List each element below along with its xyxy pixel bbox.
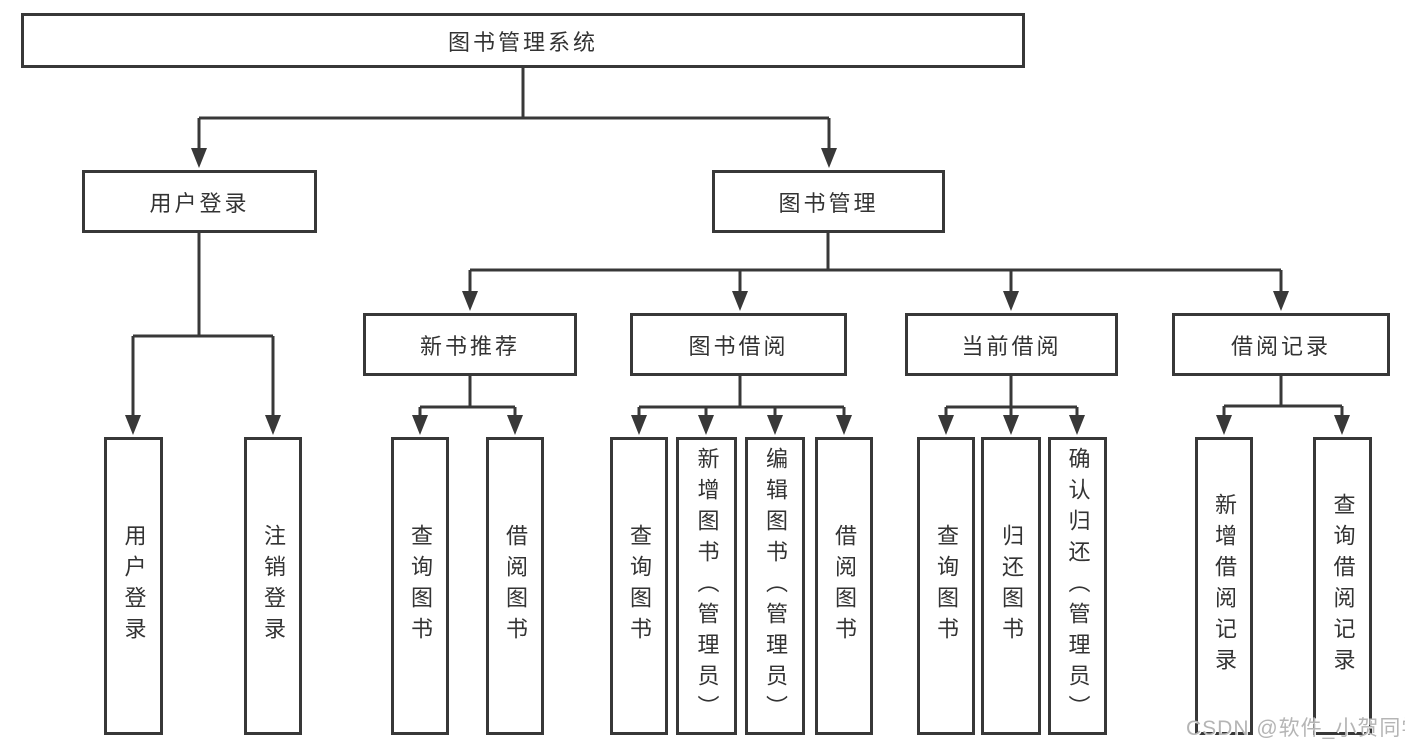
arrow-icon — [821, 148, 837, 168]
node-label: 图书借阅 — [688, 333, 789, 359]
leaf-records-query-record: 查询借阅记录 — [1313, 437, 1372, 735]
arrow-icon — [631, 415, 647, 435]
edge-records-split — [1222, 376, 1344, 417]
node-label: 编辑图书（管理员） — [763, 446, 788, 726]
leaf-newbook-borrow-books: 借阅图书 — [486, 437, 544, 735]
leaf-current-query-books: 查询图书 — [917, 437, 975, 735]
node-label: 查询借阅记录 — [1330, 493, 1356, 679]
arrow-icon — [462, 291, 478, 311]
arrow-icon — [265, 415, 281, 435]
node-book-borrow: 图书借阅 — [630, 313, 847, 376]
node-label: 新书推荐 — [419, 333, 520, 359]
node-new-book-recommend: 新书推荐 — [363, 313, 577, 376]
edge-mgmt-split — [468, 233, 1283, 293]
arrow-icon — [732, 291, 748, 311]
arrow-icon — [767, 415, 783, 435]
arrow-icon — [125, 415, 141, 435]
edge-borrow-split — [637, 376, 846, 417]
arrow-icon — [938, 415, 954, 435]
node-root-system: 图书管理系统 — [21, 13, 1025, 68]
node-label: 用户登录 — [149, 190, 250, 216]
leaf-current-return-books: 归还图书 — [981, 437, 1041, 735]
leaf-borrow-query-books: 查询图书 — [610, 437, 668, 735]
arrow-icon — [412, 415, 428, 435]
node-label: 确认归还（管理员） — [1065, 446, 1091, 726]
edge-current-split — [944, 376, 1079, 417]
arrow-icon — [1069, 415, 1085, 435]
arrow-icon — [1334, 415, 1350, 435]
node-label: 图书管理系统 — [447, 29, 598, 55]
leaf-user-login: 用户登录 — [104, 437, 163, 735]
node-borrow-records: 借阅记录 — [1172, 313, 1390, 376]
leaf-records-add-record: 新增借阅记录 — [1195, 437, 1253, 735]
node-label: 借阅记录 — [1230, 333, 1331, 359]
arrow-icon — [836, 415, 852, 435]
leaf-borrow-edit-books-admin: 编辑图书（管理员） — [745, 437, 805, 735]
edge-newbook-split — [418, 376, 517, 417]
arrow-icon — [1003, 415, 1019, 435]
arrow-icon — [1216, 415, 1232, 435]
arrow-icon — [698, 415, 714, 435]
node-label: 新增图书（管理员） — [694, 446, 720, 726]
arrowheads — [125, 148, 1350, 435]
node-label: 借阅图书 — [503, 524, 528, 648]
node-label: 图书管理 — [778, 190, 879, 216]
node-label: 查询图书 — [408, 524, 433, 648]
csdn-watermark: CSDN @软件_小贺同学 — [1186, 717, 1405, 740]
leaf-newbook-query-books: 查询图书 — [391, 437, 449, 735]
node-label: 查询图书 — [934, 524, 959, 648]
leaf-borrow-borrow-books: 借阅图书 — [815, 437, 873, 735]
arrow-icon — [507, 415, 523, 435]
node-user-login: 用户登录 — [82, 170, 317, 233]
node-label: 归还图书 — [999, 524, 1024, 648]
node-label: 用户登录 — [121, 524, 147, 648]
node-book-management: 图书管理 — [712, 170, 945, 233]
leaf-borrow-add-books-admin: 新增图书（管理员） — [676, 437, 737, 735]
arrow-icon — [1003, 291, 1019, 311]
edge-user-split — [131, 233, 275, 417]
node-label: 查询图书 — [627, 524, 652, 648]
leaf-logout: 注销登录 — [244, 437, 302, 735]
arrow-icon — [1273, 291, 1289, 311]
edge-root-split — [197, 68, 831, 150]
leaf-current-confirm-return-admin: 确认归还（管理员） — [1048, 437, 1107, 735]
arrow-icon — [191, 148, 207, 168]
node-label: 当前借阅 — [961, 333, 1062, 359]
node-current-borrow: 当前借阅 — [905, 313, 1118, 376]
node-label: 注销登录 — [261, 524, 286, 648]
node-label: 借阅图书 — [832, 524, 857, 648]
node-label: 新增借阅记录 — [1212, 493, 1237, 679]
